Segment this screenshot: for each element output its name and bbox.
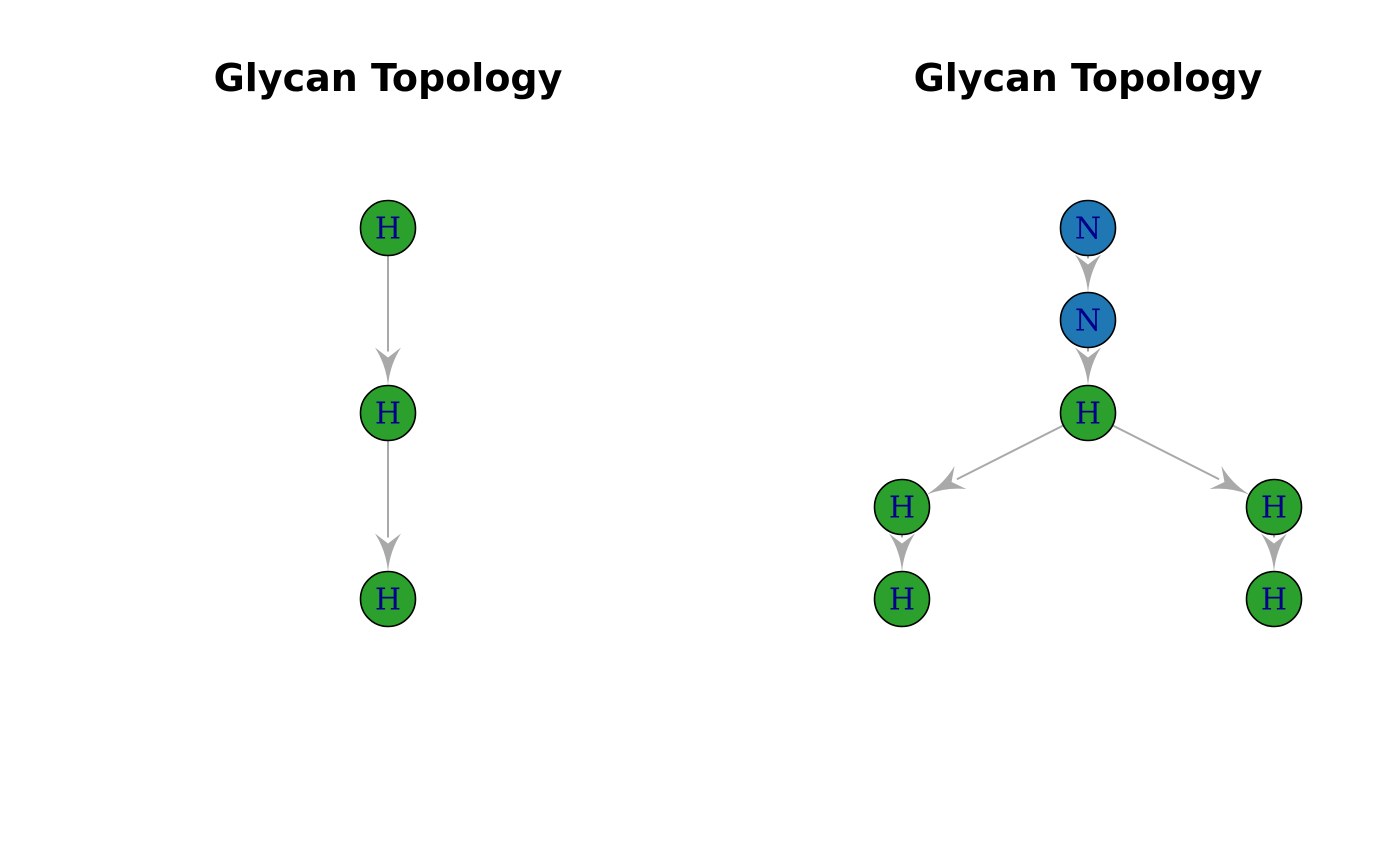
- edge-r1-r2: [1075, 254, 1101, 293]
- arrowhead: [1261, 533, 1287, 572]
- node-r4: H: [873, 478, 931, 536]
- node-circle: [873, 570, 931, 628]
- arrowhead: [1075, 347, 1101, 386]
- node-r7: H: [1245, 570, 1303, 628]
- node-r5: H: [873, 570, 931, 628]
- node-circle: [359, 570, 417, 628]
- node-l2: H: [359, 384, 417, 442]
- node-label: H: [375, 583, 401, 618]
- edge-r6-r7: [1261, 533, 1287, 572]
- node-label: H: [1261, 583, 1287, 618]
- node-label: H: [1075, 397, 1101, 432]
- node-label: H: [375, 397, 401, 432]
- arrowhead: [1075, 254, 1101, 293]
- edge-r2-r3: [1075, 347, 1101, 386]
- node-l1: H: [359, 199, 417, 257]
- edge-l1-l2: [375, 255, 401, 386]
- arrowhead: [889, 533, 915, 572]
- node-r3: H: [1059, 384, 1117, 442]
- arrowhead: [375, 347, 401, 386]
- edge-r3-r4: [926, 424, 1064, 495]
- node-circle: [1059, 291, 1117, 349]
- node-circle: [1059, 384, 1117, 442]
- node-r6: H: [1245, 478, 1303, 536]
- node-circle: [1059, 199, 1117, 257]
- node-circle: [1245, 478, 1303, 536]
- edges-layer: [375, 254, 1287, 572]
- node-label: H: [1261, 491, 1287, 526]
- node-label: H: [889, 583, 915, 618]
- node-label: N: [1075, 304, 1101, 339]
- panel-title-right: Glycan Topology: [913, 56, 1263, 100]
- panel-title-left: Glycan Topology: [213, 56, 563, 100]
- node-label: H: [889, 491, 915, 526]
- node-circle: [1245, 570, 1303, 628]
- node-l3: H: [359, 570, 417, 628]
- node-circle: [873, 478, 931, 536]
- node-r2: N: [1059, 291, 1117, 349]
- edge-line: [956, 424, 1064, 481]
- arrowhead: [926, 465, 967, 495]
- node-circle: [359, 199, 417, 257]
- node-circle: [359, 384, 417, 442]
- arrowhead: [1209, 465, 1250, 495]
- node-label: H: [375, 212, 401, 247]
- edge-r3-r6: [1112, 424, 1250, 495]
- arrowhead: [375, 533, 401, 572]
- edge-l2-l3: [375, 440, 401, 572]
- edge-line: [1112, 424, 1220, 481]
- nodes-layer: H H H N N H H H H H: [359, 199, 1303, 628]
- node-label: N: [1075, 212, 1101, 247]
- node-r1: N: [1059, 199, 1117, 257]
- edge-r4-r5: [889, 533, 915, 572]
